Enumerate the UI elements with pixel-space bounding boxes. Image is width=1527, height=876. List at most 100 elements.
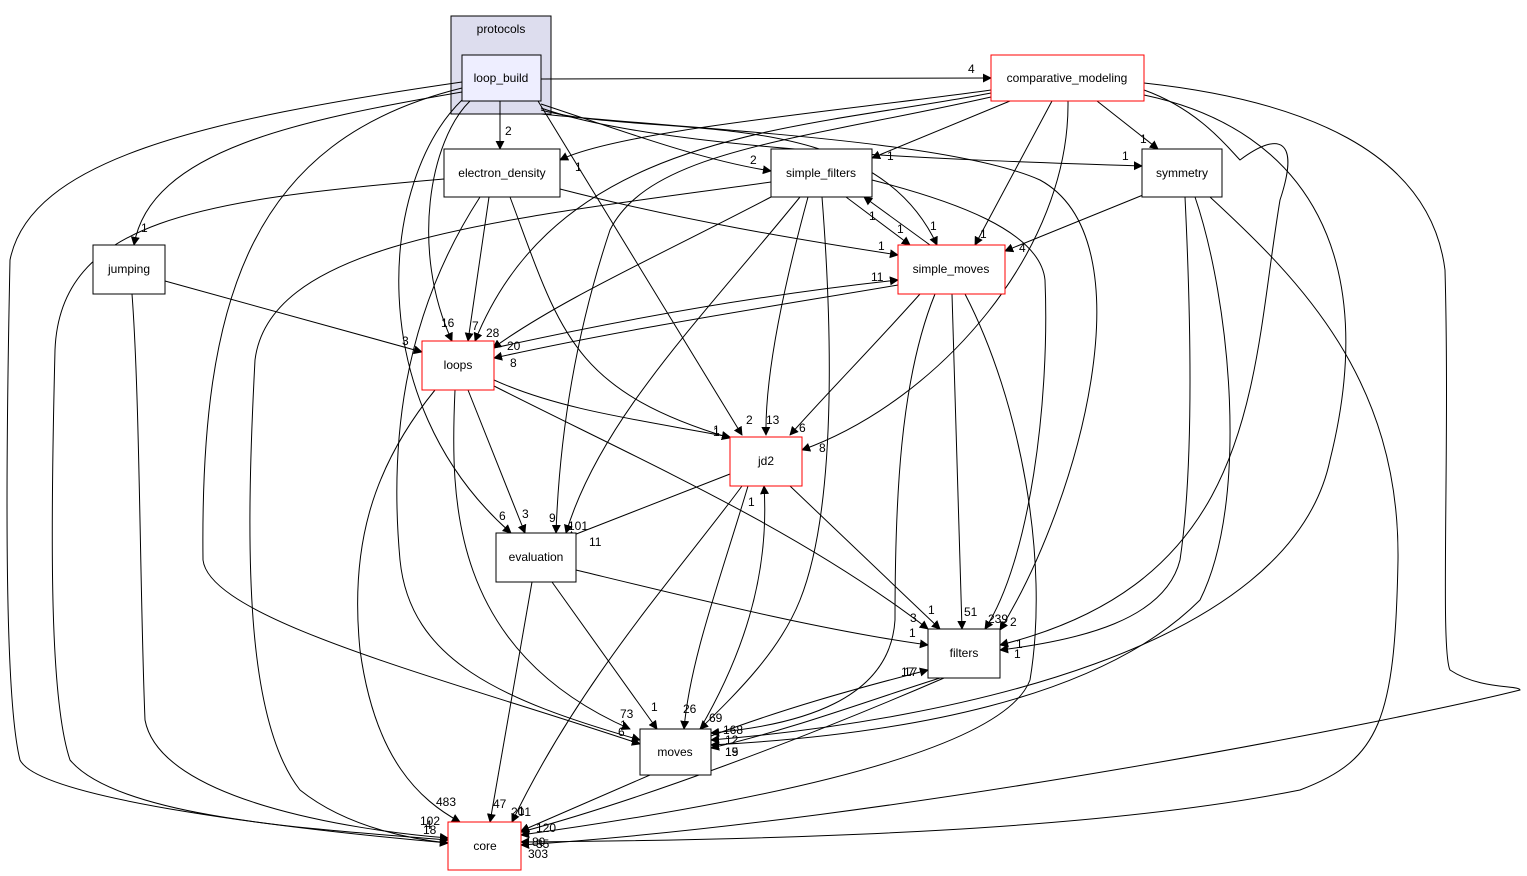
edge-label: 20 <box>507 339 521 353</box>
node-jd2[interactable]: jd2 <box>729 436 803 487</box>
edge-symmetry-core[interactable]: 35 <box>520 196 1399 851</box>
edge-loops-evaluation[interactable]: 3 <box>467 389 529 534</box>
edge-loops-simple_moves[interactable]: 11 <box>493 270 899 349</box>
edge-simple_filters-filters[interactable]: 239 <box>871 179 1047 630</box>
edge-label: 1 <box>518 804 525 818</box>
edge-loop_build-jumping[interactable]: 1 <box>130 91 463 246</box>
edge-label: 4 <box>1019 241 1026 255</box>
edge-label: 102 <box>420 814 440 828</box>
edge-label: 1 <box>869 209 876 223</box>
edge-simple_filters-evaluation[interactable]: 101 <box>564 196 801 534</box>
edge-label: 35 <box>536 837 550 851</box>
edge-label: 11 <box>871 270 884 284</box>
edge-symmetry-filters[interactable]: 1 <box>999 196 1191 654</box>
edge-label: 4 <box>968 62 975 76</box>
edge-jd2-filters[interactable]: 1 <box>789 485 941 630</box>
edge-label: 16 <box>441 316 455 330</box>
edge-label: 6 <box>799 421 806 435</box>
node-core[interactable]: core <box>447 821 522 871</box>
edge-label: 17 <box>904 665 918 679</box>
node-simple_filters[interactable]: simple_filters <box>770 148 873 198</box>
edge-simple_moves-simple_filters[interactable]: 1 <box>863 196 931 246</box>
edge-filters-core[interactable]: 17 <box>520 665 945 835</box>
node-filters[interactable]: filters <box>927 628 1001 679</box>
edge-loop_build-simple_filters[interactable]: 2 <box>540 103 772 175</box>
node-label: jd2 <box>757 454 774 468</box>
edge-loop_build-electron_density[interactable]: 2 <box>495 101 512 150</box>
edge-jumping-loops[interactable]: 3 <box>164 280 423 355</box>
edge-moves-jd2[interactable]: 1 <box>699 485 770 730</box>
node-simple_moves[interactable]: simple_moves <box>897 244 1006 295</box>
edge-comparative_modeling-core[interactable]: 303 <box>520 82 1521 861</box>
edge-label: 19 <box>725 745 739 759</box>
edge-evaluation-filters[interactable]: 1 <box>575 569 929 649</box>
edge-label: 1 <box>1014 647 1021 661</box>
edge-comparative_modeling-filters[interactable]: 1 <box>999 89 1289 661</box>
edge-symmetry-moves[interactable]: 19 <box>710 196 1231 759</box>
edge-jd2-evaluation[interactable]: 11 <box>565 473 731 549</box>
edge-comparative_modeling-electron_density[interactable]: 1 <box>559 89 992 174</box>
edge-label: 3 <box>402 334 409 348</box>
edge-loops-filters[interactable]: 3 <box>493 385 929 630</box>
edge-jd2-moves[interactable]: 26 <box>680 485 749 730</box>
edge-loop_build-loops[interactable]: 16 <box>428 100 471 342</box>
edge-simple_moves-core[interactable]: 120 <box>520 293 1037 839</box>
node-evaluation[interactable]: evaluation <box>495 532 577 583</box>
edge-label: 1 <box>878 239 885 253</box>
node-comparative_modeling[interactable]: comparative_modeling <box>990 54 1145 102</box>
edge-label: 13 <box>766 413 780 427</box>
edge-label: 28 <box>486 326 500 340</box>
edge-comparative_modeling-symmetry[interactable]: 1 <box>1096 100 1159 150</box>
edge-jd2-core[interactable]: 1 <box>511 485 743 823</box>
edge-comparative_modeling-simple_moves[interactable]: 1 <box>974 100 1053 246</box>
edge-label: 201 <box>511 805 531 819</box>
edge-electron_density-jd2[interactable]: 1 <box>509 196 731 440</box>
edge-loop_build-jd2[interactable]: 2 <box>537 100 753 436</box>
edge-label: 73 <box>620 707 634 721</box>
edge-loops-core[interactable]: 483 <box>357 389 461 823</box>
edge-electron_density-core[interactable]: 18 <box>51 178 449 844</box>
edge-electron_density-loops[interactable]: 7 <box>464 196 490 342</box>
node-loop_build[interactable]: loop_build <box>461 54 542 102</box>
edge-symmetry-simple_moves[interactable]: 4 <box>1004 194 1144 255</box>
edge-label: 8 <box>510 356 517 370</box>
edge-label: 4 <box>425 818 432 832</box>
node-symmetry[interactable]: symmetry <box>1141 148 1223 198</box>
edge-label: 1 <box>748 495 755 509</box>
node-label: loop_build <box>474 71 529 85</box>
node-moves[interactable]: moves <box>639 728 712 776</box>
edge-comparative_modeling-simple_filters[interactable]: 1 <box>871 100 1011 163</box>
node-electron_density[interactable]: electron_density <box>443 148 561 198</box>
edge-loop_build-moves[interactable]: 6 <box>202 87 641 746</box>
edge-filters-moves[interactable]: 15 <box>710 677 941 759</box>
edge-simple_filters-simple_moves[interactable]: 1 <box>845 196 911 246</box>
edge-loops-jd2[interactable]: 1 <box>493 379 731 440</box>
edge-moves-core[interactable]: 201 <box>511 774 651 832</box>
edge-label: 2 <box>750 153 757 167</box>
edge-evaluation-core[interactable]: 47 <box>486 581 533 823</box>
edge-label: 303 <box>528 847 548 861</box>
edge-loops-moves[interactable]: 73 <box>453 389 634 730</box>
edge-label: 8 <box>819 441 826 455</box>
edge-evaluation-moves[interactable]: 1 <box>551 581 658 730</box>
edge-simple_filters-loops[interactable]: 20 <box>492 196 772 353</box>
edge-comparative_modeling-jd2[interactable]: 8 <box>801 100 1069 455</box>
edge-simple_moves-jd2[interactable]: 6 <box>789 293 921 436</box>
edge-loop_build-core[interactable]: 102 <box>6 81 463 847</box>
edge-electron_density-simple_moves[interactable]: 1 <box>559 188 899 259</box>
edge-moves-filters[interactable]: 17 <box>710 665 929 737</box>
edge-label: 3 <box>910 611 917 625</box>
edge-simple_filters-jd2[interactable]: 13 <box>761 196 809 436</box>
node-label: simple_filters <box>786 166 856 180</box>
edge-comparative_modeling-loops[interactable]: 28 <box>473 92 992 342</box>
edge-loop_build-evaluation[interactable]: 6 <box>398 99 512 534</box>
node-loops[interactable]: loops <box>421 340 495 391</box>
edge-loop_build-comparative_modeling[interactable]: 4 <box>540 62 992 83</box>
node-jumping[interactable]: jumping <box>92 244 166 295</box>
edge-simple_moves-filters[interactable]: 51 <box>951 293 978 630</box>
edge-simple_moves-loops[interactable]: 8 <box>493 284 899 370</box>
edge-jumping-core[interactable]: 4 <box>131 293 449 842</box>
edge-label: 1 <box>713 425 720 439</box>
edge-loop_build-filters[interactable]: 2 <box>540 113 1098 631</box>
edge-loop_build-simple_moves[interactable]: 1 <box>540 109 938 246</box>
